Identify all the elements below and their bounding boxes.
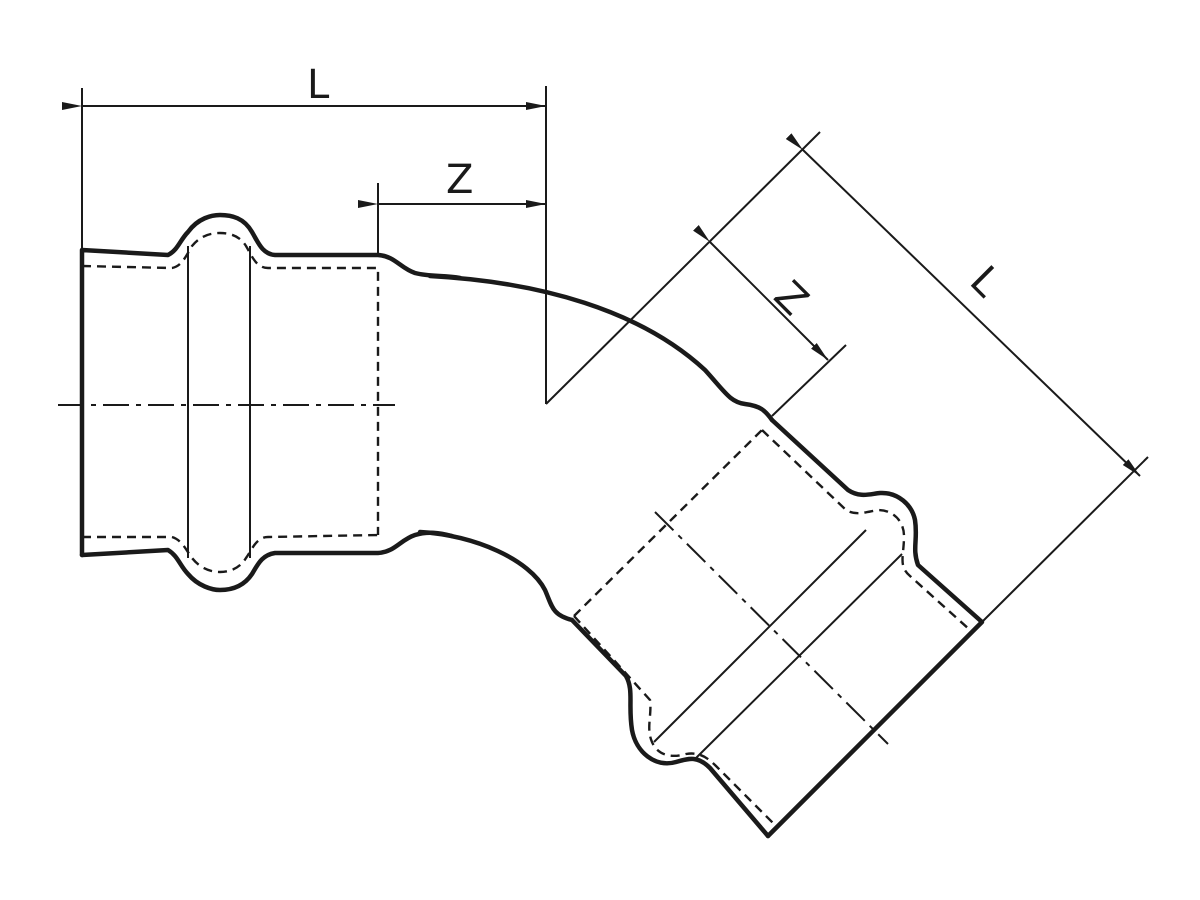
left-socket-hidden-bottom xyxy=(82,533,379,574)
dimension-annotations: L Z Z L xyxy=(62,62,1149,623)
right-socket xyxy=(569,417,985,839)
right-center-line xyxy=(654,511,889,745)
label-offset-angled: Z xyxy=(765,273,817,325)
left-socket xyxy=(58,212,463,593)
bend-inner-arc xyxy=(417,529,575,623)
label-length-angled: L xyxy=(961,258,1010,307)
left-socket-outline-bottom xyxy=(79,530,455,593)
ext-line-bend-center-diagonal xyxy=(545,131,821,405)
dim-line-length-angled xyxy=(785,133,1141,477)
bend-body xyxy=(417,273,775,623)
bend-outer-arc xyxy=(427,273,775,423)
label-length-horizontal: L xyxy=(307,62,330,108)
ext-line-right-socket-end xyxy=(771,344,847,417)
left-socket-outline-top xyxy=(79,212,463,558)
ext-line-right-edge xyxy=(981,456,1149,623)
right-socket-outline-lower xyxy=(569,617,771,839)
right-groove-line-1 xyxy=(653,529,867,743)
label-offset-horizontal: Z xyxy=(446,157,473,203)
left-socket-hidden-top xyxy=(81,231,380,535)
right-socket-outline-upper xyxy=(765,417,985,839)
right-socket-hidden xyxy=(573,429,971,827)
